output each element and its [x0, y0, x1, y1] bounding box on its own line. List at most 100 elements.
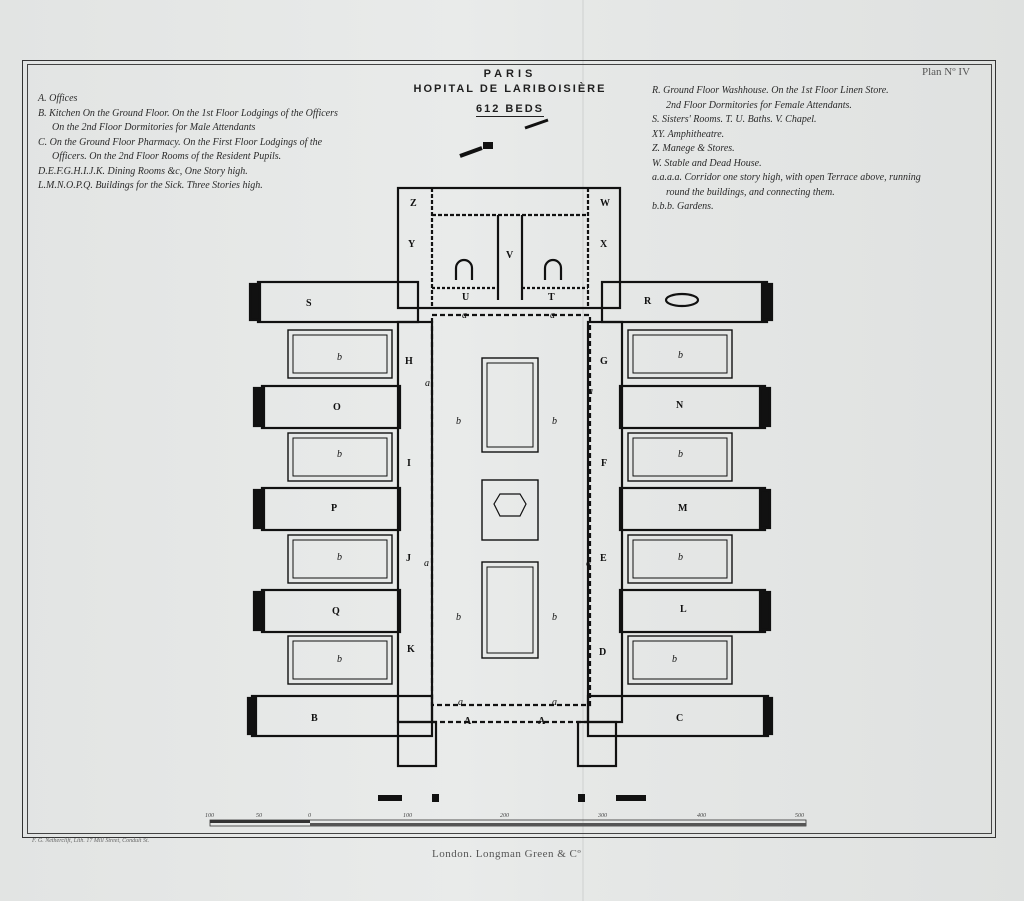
garden-inner: [292, 437, 388, 477]
label-p: P: [331, 503, 337, 514]
garden-inner: [292, 539, 388, 579]
gate-mark: [616, 795, 646, 801]
label-f: F: [601, 458, 607, 469]
legend-item: S. Sisters' Rooms. T. U. Baths. V. Chape…: [652, 114, 817, 125]
label-corridor-a: a: [425, 378, 430, 389]
ward-n: [618, 384, 767, 430]
label-corridor-a: a: [462, 310, 467, 321]
page-fold: [582, 0, 584, 901]
engraver-credit: F. G. Netherclift, Lith. 17 Mill Street,…: [32, 838, 150, 844]
wing-r: [600, 280, 769, 324]
scale-tick: 0: [308, 813, 311, 819]
legend-item: B. Kitchen On the Ground Floor. On the 1…: [38, 107, 338, 119]
publisher-credit: London. Longman Green & Cº: [432, 848, 582, 860]
label-q: Q: [332, 606, 340, 617]
label-garden-b: b: [552, 612, 557, 623]
court-garden-inner: [486, 362, 534, 448]
garden: [287, 329, 393, 379]
label-y: Y: [408, 239, 416, 250]
label-x: X: [600, 239, 608, 250]
label-u: U: [462, 292, 469, 303]
label-j: J: [406, 553, 411, 564]
label-garden-b: b: [678, 350, 683, 361]
label-garden-b: b: [456, 416, 461, 427]
garden-inner: [632, 539, 728, 579]
label-a: A: [538, 716, 546, 727]
orientation-mark: [524, 118, 549, 130]
label-corridor-a: a: [550, 310, 555, 321]
stair-arch: [454, 258, 474, 280]
ward-m: [618, 486, 767, 532]
scale-tick: 50: [256, 813, 262, 819]
label-corridor-a: a: [586, 558, 591, 569]
legend-item: a.a.a.a. Corridor one story high, with o…: [652, 172, 921, 183]
label-garden-b: b: [678, 449, 683, 460]
orientation-mark: [483, 142, 493, 149]
stair-arch: [543, 258, 563, 280]
garden-inner: [632, 334, 728, 374]
legend-item: R. Ground Floor Washhouse. On the 1st Fl…: [652, 85, 889, 96]
garden: [287, 432, 393, 482]
legend-item: Z. Manege & Stores.: [652, 143, 735, 154]
label-g: G: [600, 356, 608, 367]
gate-mark: [378, 795, 402, 801]
legend-right: R. Ground Floor Washhouse. On the 1st Fl…: [652, 84, 992, 215]
label-l: L: [680, 604, 687, 615]
label-garden-b: b: [337, 352, 342, 363]
legend-item: On the 2nd Floor Dormitories for Male At…: [52, 122, 256, 133]
label-a: A: [464, 716, 472, 727]
wing-s: [256, 280, 420, 324]
label-w: W: [600, 198, 610, 209]
ward-l: [618, 588, 767, 634]
court-garden: [481, 479, 539, 541]
scale-tick: 100: [403, 813, 412, 819]
legend-item: C. On the Ground Floor Pharmacy. On the …: [38, 136, 323, 148]
map-title-block: PARIS HOPITAL DE LARIBOISIÈRE 612 BEDS: [390, 68, 630, 117]
legend-item: 2nd Floor Dormitories for Female Attenda…: [666, 99, 852, 111]
label-b: B: [311, 713, 318, 724]
garden: [287, 534, 393, 584]
right-spine: [586, 320, 624, 724]
garden: [627, 432, 733, 482]
court-fountain: [493, 493, 527, 517]
label-i: I: [407, 458, 411, 469]
legend-item: Officers. On the 2nd Floor Rooms of the …: [52, 151, 282, 162]
scale-bar: 100 50 0 100 200 300 400 500: [205, 812, 807, 827]
scale-tick: 200: [500, 813, 509, 819]
garden: [627, 329, 733, 379]
entrance-pavilion-right: [576, 720, 618, 768]
label-r: R: [644, 296, 652, 307]
label-corridor-a: a: [552, 697, 557, 708]
label-garden-b: b: [337, 552, 342, 563]
scale-tick: 500: [795, 813, 804, 819]
outer-border: [22, 60, 996, 838]
legend-item: round the buildings, and connecting them…: [666, 186, 835, 198]
legend-item: L.M.N.O.P.Q. Buildings for the Sick. Thr…: [38, 180, 263, 191]
label-v: V: [506, 250, 514, 261]
legend-item: b.b.b. Gardens.: [652, 201, 714, 212]
label-t: T: [548, 292, 555, 303]
washhouse-basin: [664, 292, 700, 308]
label-garden-b: b: [552, 416, 557, 427]
ward-o: [260, 384, 402, 430]
label-garden-b: b: [337, 654, 342, 665]
label-h: H: [405, 356, 413, 367]
label-n: N: [676, 400, 684, 411]
court-garden: [481, 561, 539, 659]
label-garden-b: b: [678, 552, 683, 563]
scale-tick: 400: [697, 812, 706, 819]
central-court-corridor: [430, 313, 592, 707]
court-garden: [481, 357, 539, 453]
scale-tick: 300: [597, 813, 607, 819]
label-o: O: [333, 402, 341, 413]
label-m: M: [678, 503, 688, 514]
label-d: D: [599, 647, 606, 658]
legend-item: XY. Amphitheatre.: [652, 128, 725, 140]
label-z: Z: [410, 198, 417, 209]
garden: [627, 635, 733, 685]
label-corridor-a: a: [588, 386, 593, 397]
garden-inner: [292, 640, 388, 680]
wing-b: [250, 694, 434, 738]
